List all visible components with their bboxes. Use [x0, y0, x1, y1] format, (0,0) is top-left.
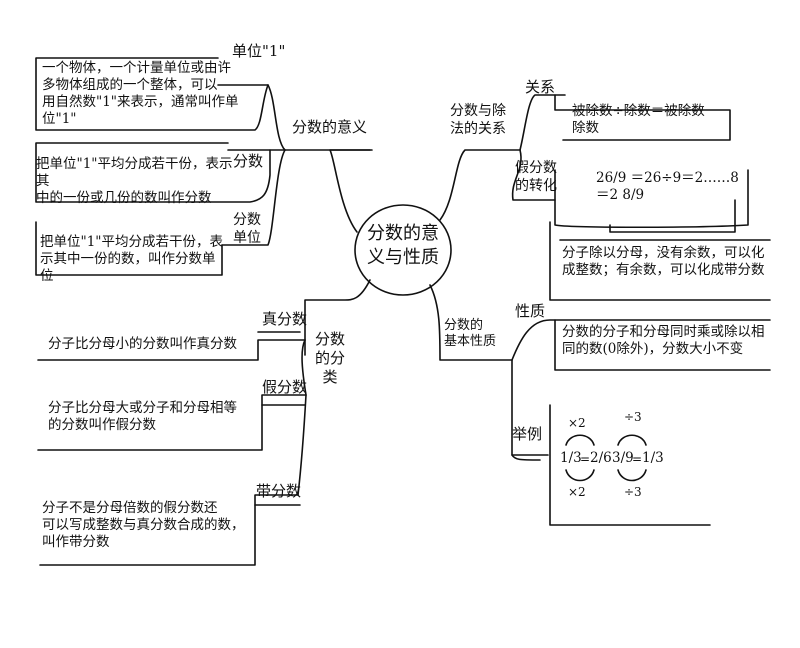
fraction-unit-label: 分数 单位: [233, 212, 261, 246]
conversion-box: [554, 169, 749, 229]
fraction-text: 把单位"1"平均分成若干份，表示其 中的一份或几份的数叫作分数: [36, 156, 233, 206]
improper-label: 假分数: [262, 378, 308, 396]
relation-formula: 被除数÷除数＝被除数 除数: [572, 103, 705, 136]
class-spine: [297, 339, 307, 496]
example1-top-op: ×2: [568, 416, 586, 430]
example2-equals: =: [632, 452, 643, 466]
conversion-label: 假分数 的转化: [515, 160, 557, 194]
branch-relation-label: 分数与除 法的关系: [450, 103, 506, 137]
example2-top-op: ÷3: [624, 410, 642, 424]
conversion-equation: 26/9 ＝26÷9＝2……8＝2 8/9: [596, 170, 739, 203]
conversion-bracket: [609, 199, 736, 233]
center-title: 分数的意 义与性质: [367, 223, 439, 269]
example1-equals: =: [580, 452, 591, 466]
example1-fraction-b: 2/6: [590, 450, 612, 466]
proper-text: 分子比分母小的分数叫作真分数: [48, 336, 237, 352]
mixed-label: 带分数: [256, 482, 302, 500]
proper-label: 真分数: [262, 310, 308, 328]
nature-text: 分数的分子和分母同时乘或除以相 同的数(0除外)，分数大小不变: [562, 324, 765, 357]
improper-text: 分子比分母大或分子和分母相等 的分数叫作假分数: [48, 400, 237, 433]
link-center-meaning: [329, 149, 371, 233]
center-ellipse: [354, 204, 452, 296]
branch-meaning-label: 分数的意义: [292, 118, 368, 136]
link-center-property: [429, 284, 513, 361]
nature-label: 性质: [515, 302, 546, 320]
ex2-bottom-arc: [617, 469, 647, 482]
example2-fraction-a: 3/9: [612, 450, 634, 466]
rule-box: [549, 221, 771, 301]
nature-box: [554, 319, 771, 371]
relation-to-conversion: [511, 149, 556, 201]
example1-bottom-op: ×2: [568, 485, 586, 499]
example2-fraction-b: 1/3: [642, 450, 664, 466]
branch-property-label: 分数的 基本性质: [444, 318, 497, 350]
property-spine: [511, 359, 541, 461]
link-center-relation: [439, 149, 521, 221]
relation-box: [554, 94, 731, 141]
example1-fraction-a: 1/3: [560, 450, 582, 466]
unit-one-text: 一个物体，一个计量单位或由许 多物体组成的一个整体，可以 用自然数"1"来表示，…: [42, 60, 239, 127]
ex1-top-arc: [565, 434, 595, 446]
link-class-improper: [37, 394, 307, 451]
fraction-box: [35, 142, 271, 203]
conversion-rule: 分子除以分母，没有余数，可以化 成整数；有余数，可以化成带分数: [562, 245, 765, 278]
relation-spine: [519, 94, 566, 151]
link-class-mixed: [39, 494, 299, 566]
branch-classification-label: 分数 的分 类: [315, 330, 346, 386]
link-class-proper: [37, 339, 306, 361]
fraction-unit-text: 把单位"1"平均分成若干份，表 示其中一份的数，叫作分数单位: [40, 234, 224, 284]
ex1-bottom-arc: [565, 469, 595, 482]
funit-box: [35, 221, 223, 276]
link-center-class: [304, 279, 371, 356]
example2-bottom-op: ÷3: [624, 485, 642, 499]
example-label: 举例: [512, 425, 543, 443]
example-box: [549, 404, 711, 526]
unit-one-label: 单位"1": [232, 42, 286, 60]
ex2-top-arc: [617, 434, 647, 446]
link-meaning-funit: [221, 149, 286, 246]
mixed-text: 分子不是分母倍数的假分数还 可以写成整数与真分数合成的数， 叫作带分数: [42, 500, 245, 550]
relation-node-label: 关系: [525, 78, 556, 96]
fraction-label: 分数: [233, 152, 264, 170]
property-to-nature: [511, 319, 771, 361]
unit-box: [35, 57, 269, 131]
